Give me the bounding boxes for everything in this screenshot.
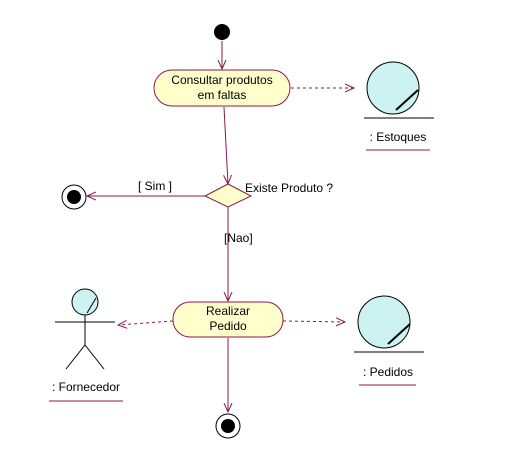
flow-realizar-to-pedidos (282, 321, 345, 322)
initial-node (214, 24, 230, 40)
activity-consultar-produtos: Consultar produtos em faltas (153, 69, 291, 107)
actor-fornecedor-label: : Fornecedor (52, 380, 120, 394)
actor-fornecedor: : Fornecedor (49, 288, 123, 402)
activity-consultar-line2: em faltas (198, 88, 247, 102)
final-node-left (61, 184, 87, 210)
flow-realizar-to-fornecedor (118, 321, 174, 325)
object-pedidos: : Pedidos (354, 295, 424, 386)
activity-realizar-line1: Realizar (206, 304, 250, 318)
flow-consultar-to-decision (224, 106, 228, 184)
decision-label: Existe Produto ? (245, 181, 333, 195)
activity-consultar-line1: Consultar produtos (171, 73, 272, 87)
object-estoques-label: : Estoques (370, 130, 427, 144)
activity-realizar-pedido: Realizar Pedido (172, 301, 284, 338)
object-estoques: : Estoques (364, 61, 434, 151)
final-node-bottom (215, 413, 241, 439)
guard-nao: [Nao] (224, 231, 253, 245)
object-pedidos-label: : Pedidos (363, 365, 413, 379)
activity-realizar-line2: Pedido (209, 319, 247, 333)
guard-sim: [ Sim ] (138, 179, 172, 193)
